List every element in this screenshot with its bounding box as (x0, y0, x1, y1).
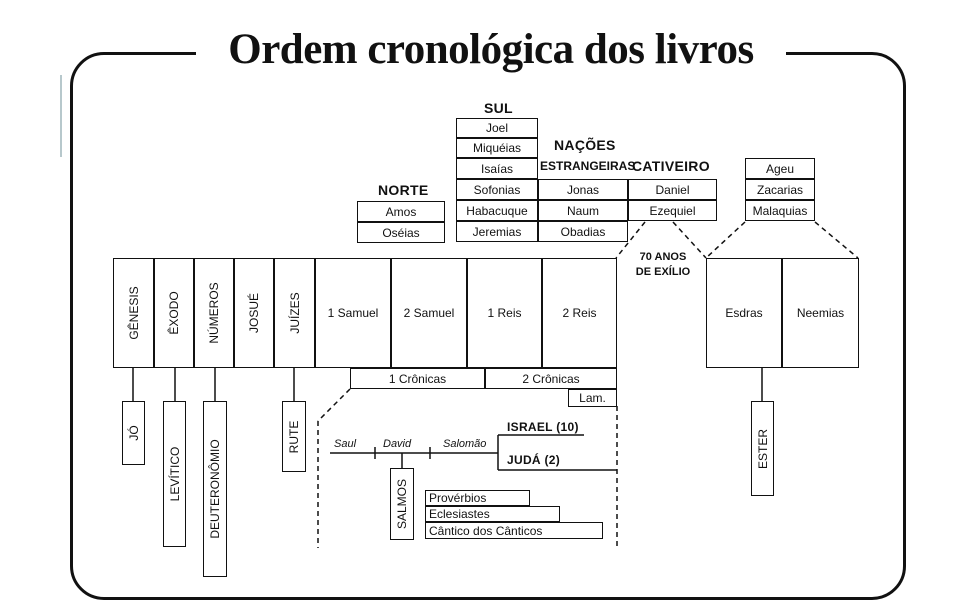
book-josue-label: JOSUÉ (247, 292, 261, 334)
book-salmos: SALMOS (390, 468, 414, 540)
book-1-samuel: 1 Samuel (315, 258, 391, 368)
book-jo: JÓ (122, 401, 145, 465)
book-ezequiel: Ezequiel (628, 200, 717, 221)
book-daniel: Daniel (628, 179, 717, 200)
book-juizes-label: JUÍZES (287, 292, 302, 334)
book-deuteronomio-label: DEUTERONÔMIO (208, 439, 222, 539)
book-jeremias: Jeremias (456, 221, 538, 242)
book-exodo-label: ÊXODO (167, 291, 181, 335)
nacoes-subheading: ESTRANGEIRAS (540, 159, 636, 173)
book-cantico: Cântico dos Cânticos (425, 522, 603, 539)
book-josue: JOSUÉ (234, 258, 274, 368)
book-salmos-label: SALMOS (395, 478, 409, 530)
book-2-samuel: 2 Samuel (391, 258, 467, 368)
king-salomao: Salomão (443, 438, 487, 450)
book-proverbios: Provérbios (425, 490, 530, 506)
book-deuteronomio: DEUTERONÔMIO (203, 401, 227, 577)
book-lamentacoes: Lam. (568, 389, 617, 407)
book-sofonias: Sofonias (456, 179, 538, 200)
book-genesis-label: GÊNESIS (126, 286, 141, 340)
book-obadias: Obadias (538, 221, 628, 242)
decorative-line (60, 75, 62, 157)
book-neemias: Neemias (782, 258, 859, 368)
exilio-label-line2: DE EXÍLIO (635, 266, 691, 278)
king-saul: Saul (334, 438, 357, 450)
book-habacuque: Habacuque (456, 200, 538, 221)
book-2-cronicas: 2 Crônicas (485, 368, 617, 389)
book-numeros: NÚMEROS (194, 258, 234, 368)
book-1-reis: 1 Reis (467, 258, 542, 368)
book-oseias: Oséias (357, 222, 445, 243)
book-esdras: Esdras (706, 258, 782, 368)
exilio-label-line1: 70 ANOS (639, 251, 687, 263)
book-exodo: ÊXODO (154, 258, 194, 368)
norte-heading: NORTE (378, 182, 429, 198)
nacoes-heading: NAÇÕES (554, 137, 616, 153)
book-juizes: JUÍZES (274, 258, 315, 368)
book-ester: ESTER (751, 401, 774, 496)
book-levitico: LEVÍTICO (163, 401, 186, 547)
book-ester-label: ESTER (755, 428, 770, 469)
book-levitico-label: LEVÍTICO (167, 446, 182, 502)
book-naum: Naum (538, 200, 628, 221)
book-eclesiastes: Eclesiastes (425, 506, 560, 522)
book-rute: RUTE (282, 401, 306, 472)
book-1-cronicas: 1 Crônicas (350, 368, 485, 389)
book-numeros-label: NÚMEROS (207, 282, 221, 344)
book-malaquias: Malaquias (745, 200, 815, 221)
book-rute-label: RUTE (287, 420, 301, 453)
israel-label: ISRAEL (10) (507, 420, 579, 434)
book-2-reis: 2 Reis (542, 258, 617, 368)
book-jo-label: JÓ (126, 425, 141, 441)
cativeiro-heading: CATIVEIRO (632, 158, 710, 174)
book-ageu: Ageu (745, 158, 815, 179)
book-miqueias: Miquéias (456, 138, 538, 158)
sul-heading: SUL (484, 100, 513, 116)
book-zacarias: Zacarias (745, 179, 815, 200)
diagram-title: Ordem cronológica dos livros (196, 22, 786, 78)
juda-label: JUDÁ (2) (507, 453, 561, 467)
book-amos: Amos (357, 201, 445, 222)
book-isaias: Isaías (456, 158, 538, 179)
king-david: David (383, 438, 412, 450)
book-joel: Joel (456, 118, 538, 138)
book-jonas: Jonas (538, 179, 628, 200)
book-genesis: GÊNESIS (113, 258, 154, 368)
